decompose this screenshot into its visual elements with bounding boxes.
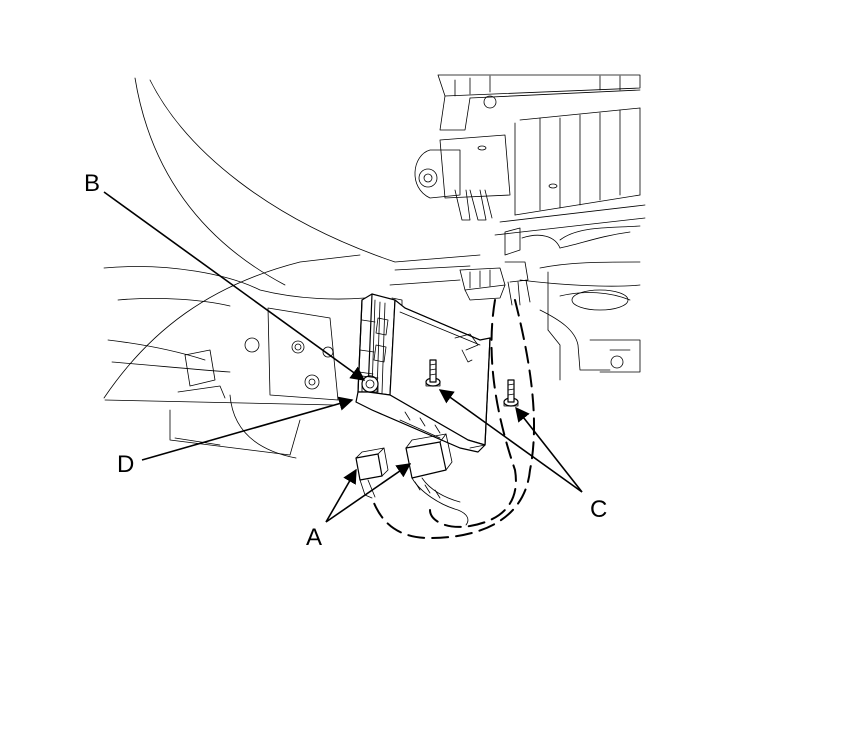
callout-c: C <box>590 496 607 523</box>
screw-c-1 <box>425 359 441 387</box>
leader-lines <box>103 191 583 523</box>
background-structure <box>103 74 646 459</box>
connector-a-large <box>405 433 469 526</box>
callout-b: B <box>84 170 100 197</box>
callout-a: A <box>306 524 322 551</box>
harness-routing-dashed <box>371 299 536 540</box>
callout-d: D <box>117 451 134 478</box>
callout-labels: B D C A <box>84 170 607 551</box>
control-unit <box>355 293 491 453</box>
screw-c-2 <box>503 379 519 407</box>
mounting-bolt-b <box>361 375 379 393</box>
connector-a-small <box>355 447 389 499</box>
